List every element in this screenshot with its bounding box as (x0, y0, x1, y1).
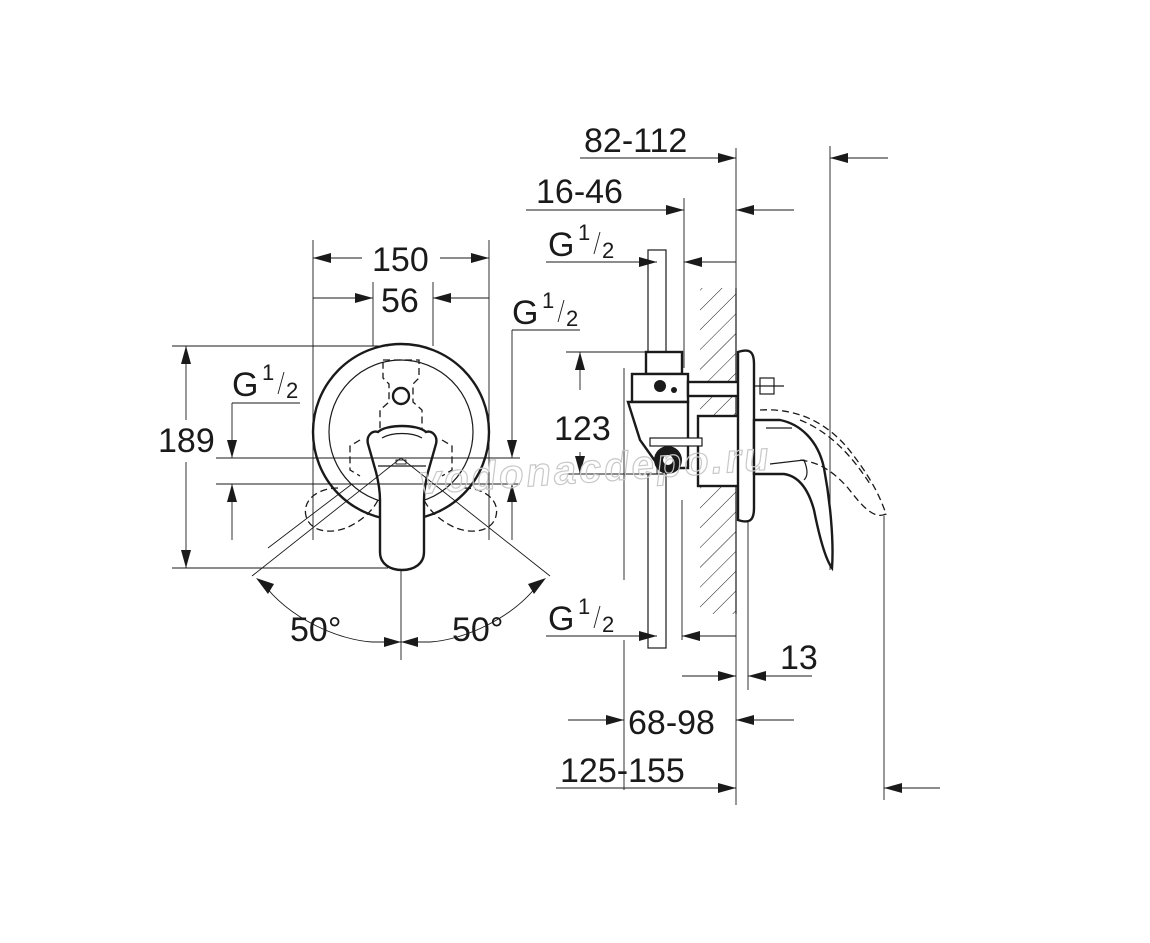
svg-text:1: 1 (578, 594, 590, 619)
thread-label-side-top: G 1 2 (548, 220, 614, 264)
svg-text:G: G (548, 226, 574, 264)
svg-text:2: 2 (602, 238, 614, 263)
dim-depth-overall: 125-155 (560, 752, 685, 790)
svg-text:G: G (232, 366, 258, 404)
dim-width-inner: 56 (381, 282, 419, 320)
svg-text:1: 1 (578, 220, 590, 245)
front-view: 150 56 189 G 1 2 G (158, 240, 580, 660)
angle-left: 50° (290, 611, 341, 649)
svg-text:2: 2 (602, 612, 614, 637)
dim-plate-offset: 13 (780, 639, 818, 677)
angle-right: 50° (452, 611, 503, 649)
valve-body (626, 350, 784, 488)
dim-depth-total: 82-112 (584, 122, 687, 160)
svg-text:2: 2 (566, 306, 578, 331)
cover-plate (736, 349, 756, 523)
lever-side (752, 418, 834, 572)
dim-depth-body: 68-98 (628, 704, 715, 742)
thread-label-side-bottom: G 1 2 (548, 594, 614, 638)
dim-height-overall: 189 (158, 422, 215, 460)
lever-swing (759, 409, 887, 516)
svg-text:2: 2 (286, 378, 298, 403)
dim-height-body: 123 (554, 410, 611, 448)
svg-text:G: G (512, 294, 538, 332)
svg-text:1: 1 (542, 288, 554, 313)
dim-depth-mount: 16-46 (536, 173, 623, 211)
lever-handle (366, 424, 438, 572)
svg-text:1: 1 (262, 360, 274, 385)
dim-width-overall: 150 (372, 241, 429, 279)
thread-label-front-left: G 1 2 (232, 360, 298, 404)
side-view: 82-112 16-46 G 1 2 123 G 1 (526, 122, 940, 805)
svg-text:G: G (548, 600, 574, 638)
thread-label-front-right: G 1 2 (512, 288, 578, 332)
